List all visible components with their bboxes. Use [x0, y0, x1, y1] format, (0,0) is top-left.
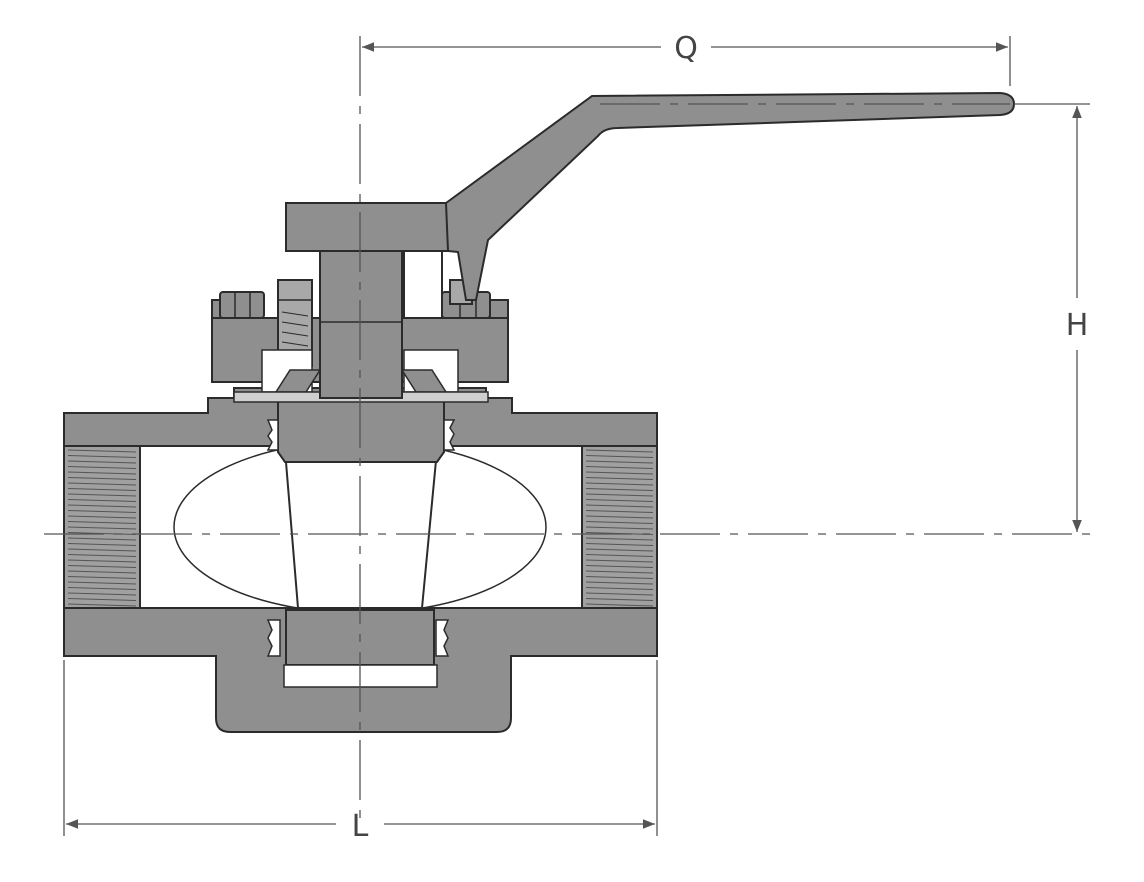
thread-line — [67, 603, 137, 607]
dimension-l: L — [63, 660, 658, 844]
bonnet-right-flange — [489, 299, 509, 319]
thread-line — [585, 455, 654, 458]
thread-line — [585, 515, 654, 519]
left-threaded-port — [63, 445, 141, 609]
thread-line — [585, 543, 654, 546]
thread-line — [585, 587, 654, 590]
thread-line — [585, 603, 654, 607]
thread-line — [67, 587, 137, 590]
thread-line — [67, 592, 137, 596]
thread-line — [585, 466, 654, 469]
thread-line — [67, 455, 137, 458]
thread-line — [585, 554, 654, 557]
thread-line — [585, 504, 654, 508]
dimension-q: Q — [362, 31, 1011, 86]
thread-line — [67, 543, 137, 546]
seal-ring-lower-left — [266, 619, 281, 657]
thread-line — [67, 493, 137, 497]
seal-ring-upper-left — [266, 419, 279, 451]
thread-line — [585, 565, 654, 568]
upper-plug — [277, 397, 445, 463]
thread-line — [585, 559, 654, 563]
bonnet-assembly — [211, 202, 509, 403]
thread-line — [585, 521, 654, 524]
thread-line — [585, 477, 654, 480]
q-label: Q — [674, 31, 698, 66]
centerlines — [44, 36, 1090, 828]
handle-lever[interactable] — [444, 91, 1016, 301]
thread-line — [585, 598, 654, 601]
plug-bore — [283, 449, 439, 609]
thread-line — [67, 526, 137, 530]
thread-line — [67, 466, 137, 469]
thread-line — [67, 559, 137, 563]
thread-line — [67, 477, 137, 480]
thread-line — [67, 504, 137, 508]
thread-line — [585, 482, 654, 486]
dimension-h: H — [1014, 103, 1090, 532]
thread-line — [585, 592, 654, 596]
thread-line — [585, 581, 654, 585]
seal-ring-lower-right — [435, 619, 450, 657]
thread-line — [67, 565, 137, 568]
thread-line — [585, 488, 654, 491]
stem — [319, 249, 403, 399]
thread-line — [585, 526, 654, 530]
thread-line — [585, 548, 654, 552]
thread-line — [67, 471, 137, 475]
thread-line — [585, 576, 654, 579]
thread-line — [585, 510, 654, 513]
thread-line — [67, 510, 137, 513]
thread-line — [585, 449, 654, 453]
thread-line — [67, 521, 137, 524]
thread-line — [67, 460, 137, 464]
thread-line — [585, 499, 654, 502]
l-label: L — [352, 809, 369, 844]
thread-line — [67, 598, 137, 601]
thread-line — [585, 570, 654, 574]
right-threaded-port — [581, 445, 658, 609]
h-label: H — [1066, 308, 1089, 343]
thread-line — [67, 449, 137, 453]
thread-line — [67, 537, 137, 541]
thread-line — [67, 554, 137, 557]
seal-ring-upper-right — [443, 419, 456, 451]
thread-line — [67, 581, 137, 585]
thread-line — [67, 548, 137, 552]
thread-line — [585, 471, 654, 475]
thread-line — [585, 460, 654, 464]
thread-line — [67, 488, 137, 491]
thread-line — [67, 499, 137, 502]
thread-line — [585, 493, 654, 497]
handle-head — [285, 202, 449, 252]
thread-line — [585, 537, 654, 541]
stop-collar-slot — [403, 249, 443, 319]
thread-line — [67, 515, 137, 519]
thread-line — [67, 570, 137, 574]
thread-line — [67, 482, 137, 486]
thread-line — [67, 576, 137, 579]
